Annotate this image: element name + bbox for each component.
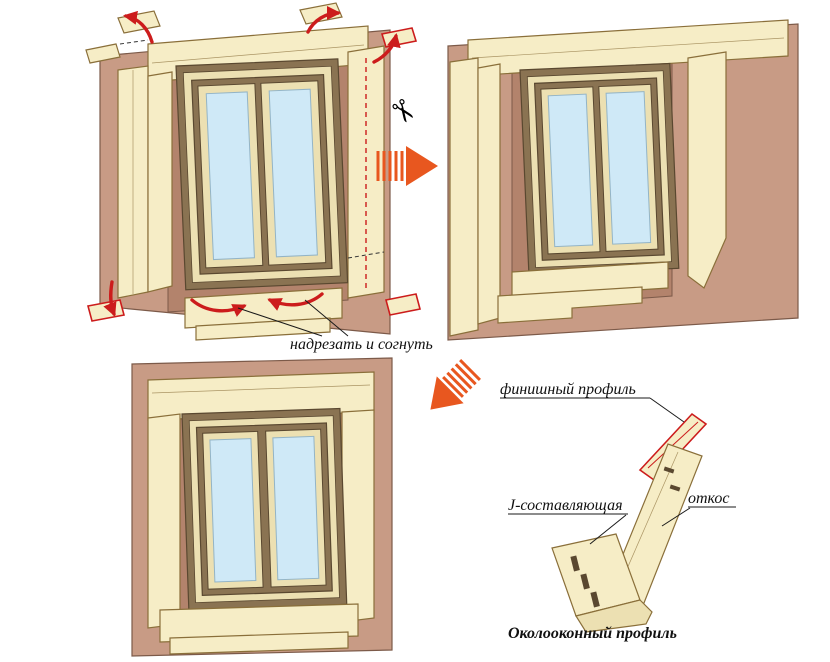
sill-under-strip [195, 317, 331, 341]
nail-slot [669, 484, 681, 492]
window-glass-left [547, 93, 594, 248]
arrow-head [430, 376, 464, 410]
fold-arrow-sill-right [267, 292, 324, 311]
fold-arrow-bottom-left [103, 280, 117, 317]
fold-arrow-top-right [306, 6, 341, 34]
sill-j-profile [497, 286, 643, 324]
perforation-slot [590, 591, 600, 608]
left-siding-panel-2 [147, 71, 173, 293]
window [519, 62, 680, 276]
step1-exploded-view: ✂ надрезать и согнуть [85, 2, 433, 353]
right-siding-panel [687, 51, 727, 289]
corner-flap-top-left-b [85, 43, 121, 64]
label-slope: откос [688, 490, 730, 507]
sill-under-strip [169, 631, 349, 655]
fold-arrows [103, 6, 401, 317]
arrow-head [406, 146, 438, 186]
j-profile-curl [575, 599, 653, 633]
pointer-line [661, 507, 691, 527]
arrow-step1-to-step2 [376, 146, 438, 186]
nail-slot [663, 466, 675, 474]
step3-finished-view [131, 357, 393, 657]
fold-arrow-top-left [123, 10, 154, 44]
pointer-line [237, 307, 323, 337]
label-j-component: J-составляющая [508, 497, 623, 514]
hidden-edge [347, 251, 385, 259]
window-glass-right [268, 88, 318, 258]
perforation-slot [580, 573, 590, 590]
perforation-slot [570, 555, 580, 572]
hidden-edge [119, 39, 149, 45]
window-glass-left [205, 91, 255, 261]
striped-arrow-tail [442, 359, 481, 398]
left-siding-panel-2 [477, 63, 501, 325]
step2-assembled-view [447, 19, 799, 341]
striped-arrow-tail [376, 151, 404, 181]
corner-flap-bottom-right-red [385, 293, 421, 316]
window [175, 58, 349, 291]
corner-flap-bottom-left-red [87, 299, 125, 322]
right-siding-panel [347, 45, 385, 299]
window [181, 407, 348, 611]
fold-arrow-sill-left [190, 298, 247, 317]
label-cut-and-bend: надрезать и согнуть [290, 336, 433, 353]
fold-arrow-right [372, 33, 401, 64]
pointer-line [304, 299, 349, 337]
arrow-step2-to-step3 [430, 359, 481, 410]
sill-siding-panel [184, 287, 343, 329]
pointer-line [589, 514, 627, 545]
window-glass-left [209, 438, 257, 583]
label-window-profile: Околооконный профиль [508, 625, 677, 642]
window-glass-right [272, 435, 320, 581]
left-siding-strip [147, 413, 181, 629]
profile-detail: финишный профиль J-составляющая откос Ок… [500, 381, 736, 642]
pointer-line [649, 397, 685, 423]
sill-siding-panel [159, 603, 359, 643]
window-glass-right [605, 91, 652, 245]
label-finish-profile: финишный профиль [500, 381, 636, 398]
left-siding-panel [449, 57, 479, 337]
